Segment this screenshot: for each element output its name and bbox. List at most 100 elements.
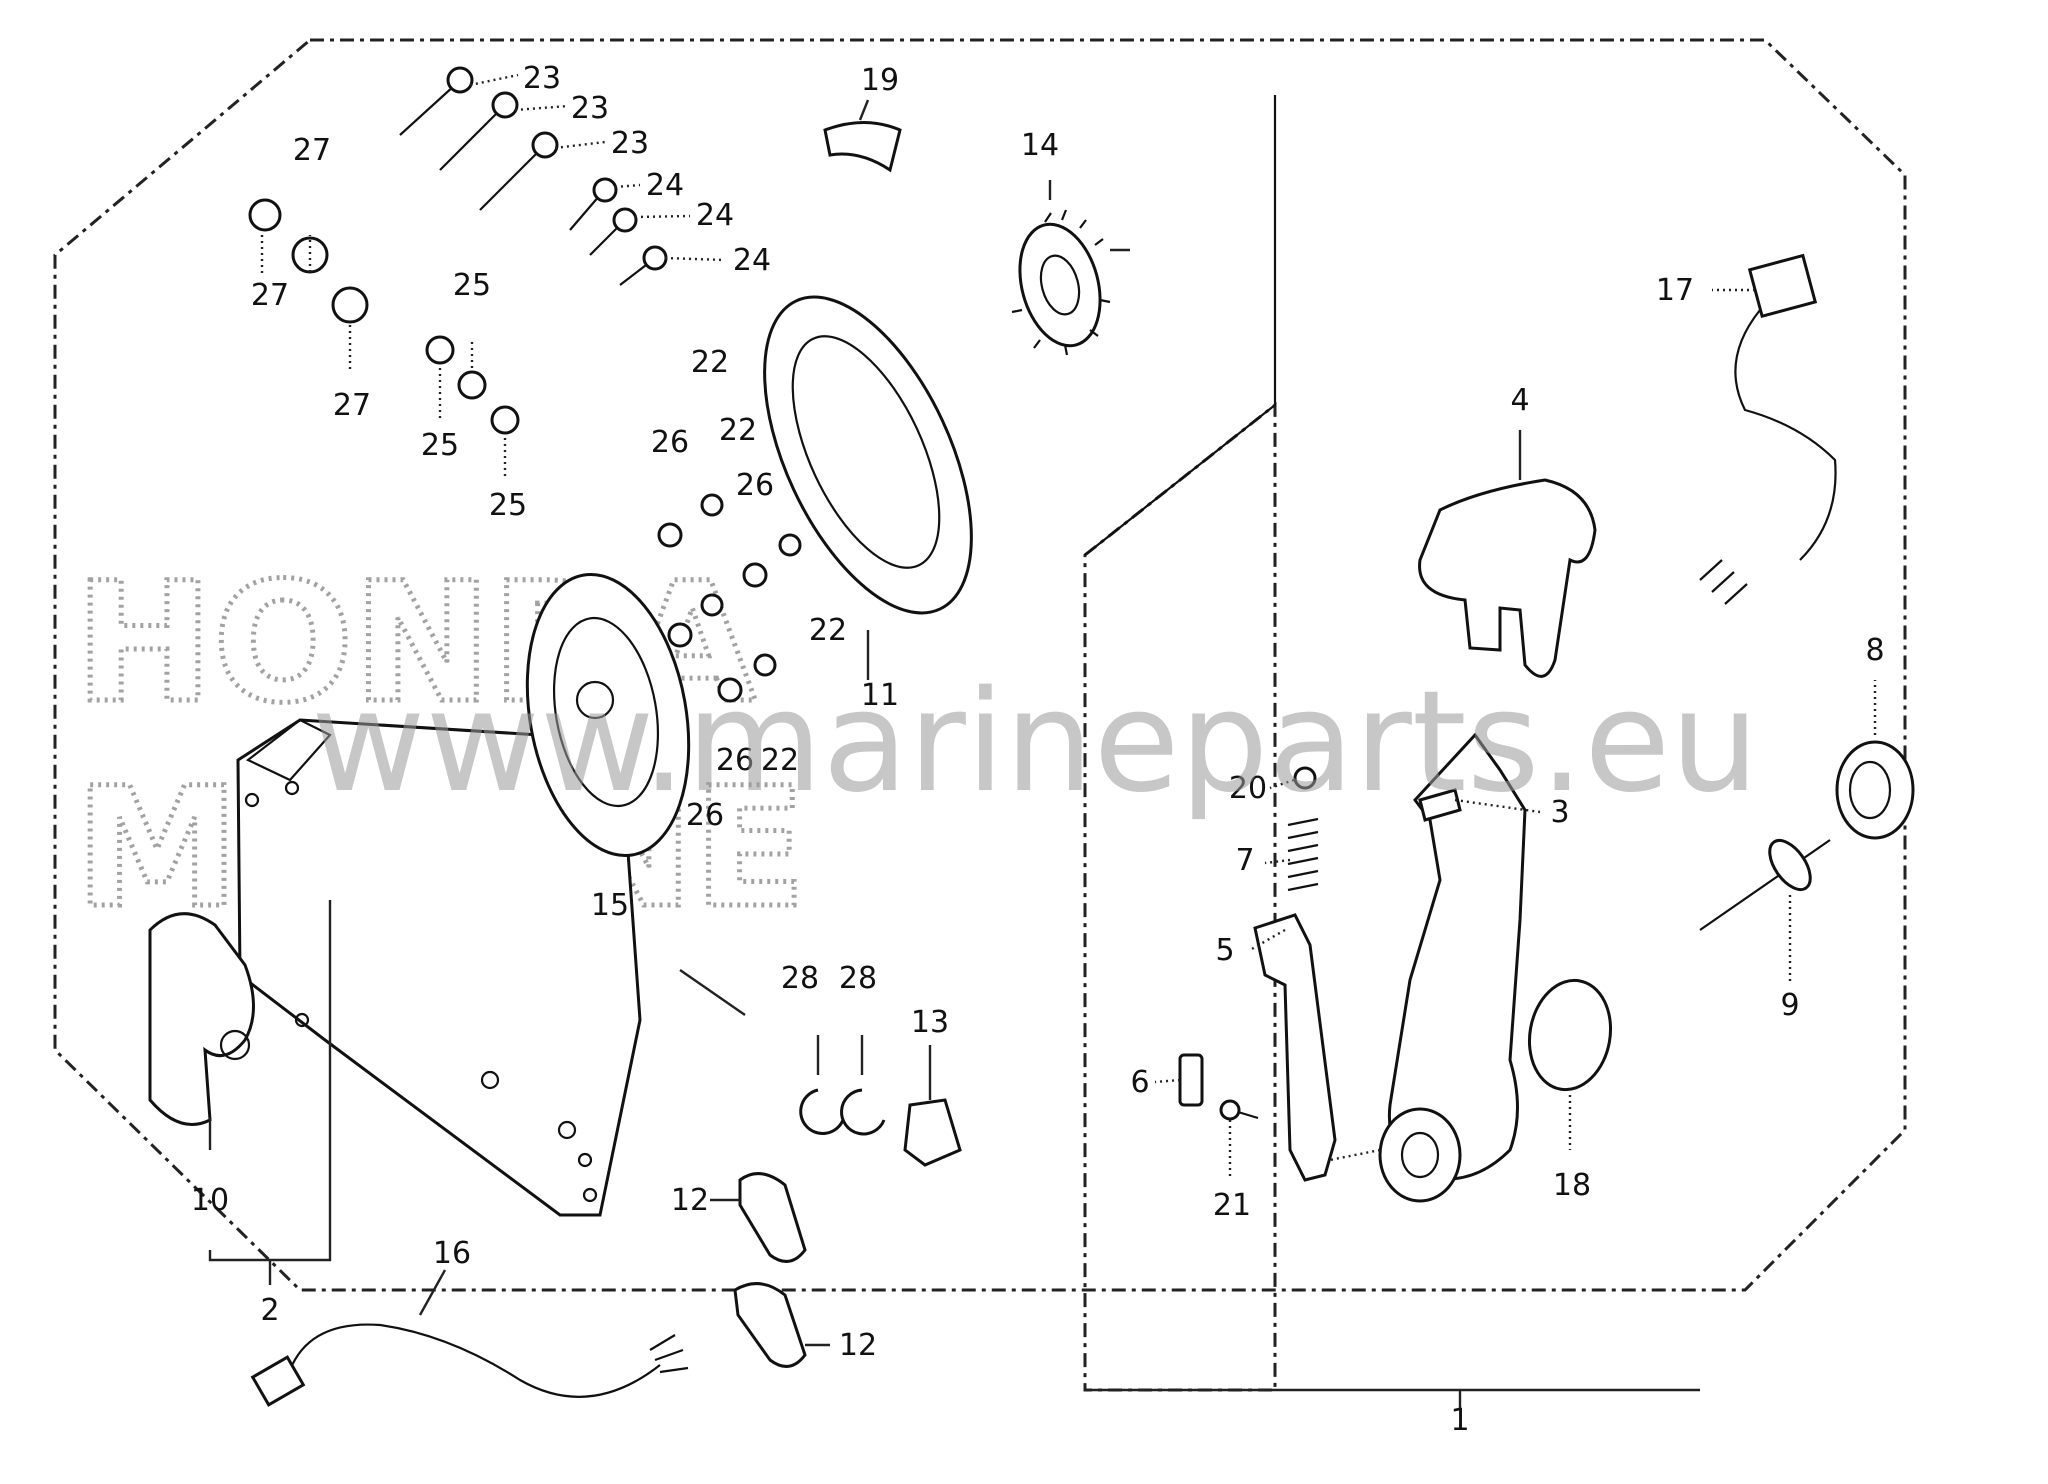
housing-hole-7 (582, 1187, 598, 1203)
switch-17-terminals (1699, 559, 1748, 605)
callout-22-b: 22 (719, 413, 757, 448)
cap-8-body (1835, 740, 1915, 840)
washers-27 (248, 198, 369, 324)
harness-16-cable (288, 1323, 661, 1398)
callout-10: 10 (191, 1183, 229, 1218)
plate-12-a (738, 1172, 807, 1263)
gear-body (1018, 222, 1102, 348)
plate-12-b (733, 1282, 807, 1368)
nut-26-a (657, 522, 683, 548)
part-16-harness (250, 1323, 689, 1407)
callout-6: 6 (1130, 1065, 1149, 1100)
callout-17: 17 (1656, 273, 1694, 308)
callout-12-a: 12 (671, 1183, 709, 1218)
callout-12-b: 12 (839, 1328, 877, 1363)
callout-7: 7 (1235, 843, 1254, 878)
lever-hub (1378, 1107, 1462, 1203)
bolt-23-a (399, 66, 474, 136)
bolt-23-b (439, 91, 519, 171)
nut-26-d (717, 677, 743, 703)
nut-25-b (457, 370, 487, 400)
washer-27-a (248, 198, 282, 232)
assembly-1-outline (53, 38, 1907, 1292)
callout-22-d: 22 (761, 743, 799, 778)
nut-26-b (742, 562, 768, 588)
callout-21: 21 (1213, 1188, 1251, 1223)
callout-23-c: 23 (611, 126, 649, 161)
callout-9: 9 (1780, 988, 1799, 1023)
nut-25-a (425, 335, 455, 365)
callout-28-a: 28 (781, 961, 819, 996)
callout-18: 18 (1553, 1168, 1591, 1203)
callout-8: 8 (1865, 633, 1884, 668)
lever-tab (1418, 788, 1462, 822)
callout-4: 4 (1510, 383, 1529, 418)
switch-17-cable (1734, 309, 1837, 561)
bolt-23-c (479, 131, 559, 211)
clips-28 (799, 1088, 886, 1136)
gear-14-leader-box (1084, 95, 1277, 556)
switch-17-body (1747, 253, 1818, 319)
part-15-plate (525, 573, 691, 857)
plate-outer (525, 573, 691, 857)
callout-25-b: 25 (421, 428, 459, 463)
part-13-block (903, 1098, 962, 1167)
part-7-spring (1287, 817, 1319, 892)
callout-26-d: 26 (686, 798, 724, 833)
nut-26-c (667, 622, 693, 648)
gear-teeth (1011, 209, 1111, 356)
lever-bore (1400, 1131, 1440, 1179)
ring-inner (791, 335, 941, 569)
leader-lines (208, 73, 1877, 1347)
part-18-oring (1527, 978, 1613, 1092)
callout-24-c: 24 (733, 243, 771, 278)
housing-hole-5 (557, 1120, 577, 1140)
part-19-wedge (823, 121, 902, 173)
website-watermark: www.marineparts.eu (311, 661, 1759, 824)
callout-numbers: 1 2 3 4 5 6 7 8 9 10 11 12 12 13 14 15 1… (191, 61, 1885, 1438)
callout-3: 3 (1550, 795, 1569, 830)
callout-5: 5 (1215, 933, 1234, 968)
harness-16-terminals (649, 1334, 689, 1374)
callout-27-b: 27 (251, 278, 289, 313)
housing-hole-2 (284, 780, 300, 796)
part-9-shaft (1699, 839, 1831, 931)
bolt-22-a (700, 493, 724, 517)
clip-28-a (799, 1088, 845, 1135)
screw-24-b (589, 207, 638, 256)
callout-25-c: 25 (489, 488, 527, 523)
bolt-22-b (778, 533, 802, 557)
callout-13: 13 (911, 1005, 949, 1040)
callout-27-a: 27 (293, 133, 331, 168)
callout-14: 14 (1021, 128, 1059, 163)
grip-shape (148, 912, 255, 1126)
part-5-link (1253, 913, 1337, 1182)
nuts-25 (425, 335, 520, 435)
screw-24-a (569, 177, 618, 231)
housing-hole-3 (294, 1012, 310, 1028)
part-17-switch (1699, 253, 1837, 605)
nut-25-c (490, 405, 520, 435)
part-6-pin (1178, 1053, 1204, 1107)
callout-23-a: 23 (523, 61, 561, 96)
bolt-22-c (700, 593, 724, 617)
grip-hole (219, 1029, 251, 1061)
callout-23-b: 23 (571, 91, 609, 126)
callout-24-a: 24 (646, 168, 684, 203)
clip-28-b (840, 1088, 886, 1136)
callout-26-a: 26 (651, 425, 689, 460)
callout-20: 20 (1229, 771, 1267, 806)
callout-2: 2 (260, 1293, 279, 1328)
screws-24 (569, 177, 668, 286)
part-11-ring (763, 295, 973, 615)
washer-27-b (291, 236, 329, 274)
callout-28-b: 28 (839, 961, 877, 996)
callout-22-c: 22 (809, 613, 847, 648)
part-3-lever (1378, 732, 1527, 1203)
callout-27-c: 27 (333, 388, 371, 423)
callout-16: 16 (433, 1236, 471, 1271)
cap-8-inner (1848, 760, 1892, 820)
gear-bore (1039, 254, 1081, 316)
